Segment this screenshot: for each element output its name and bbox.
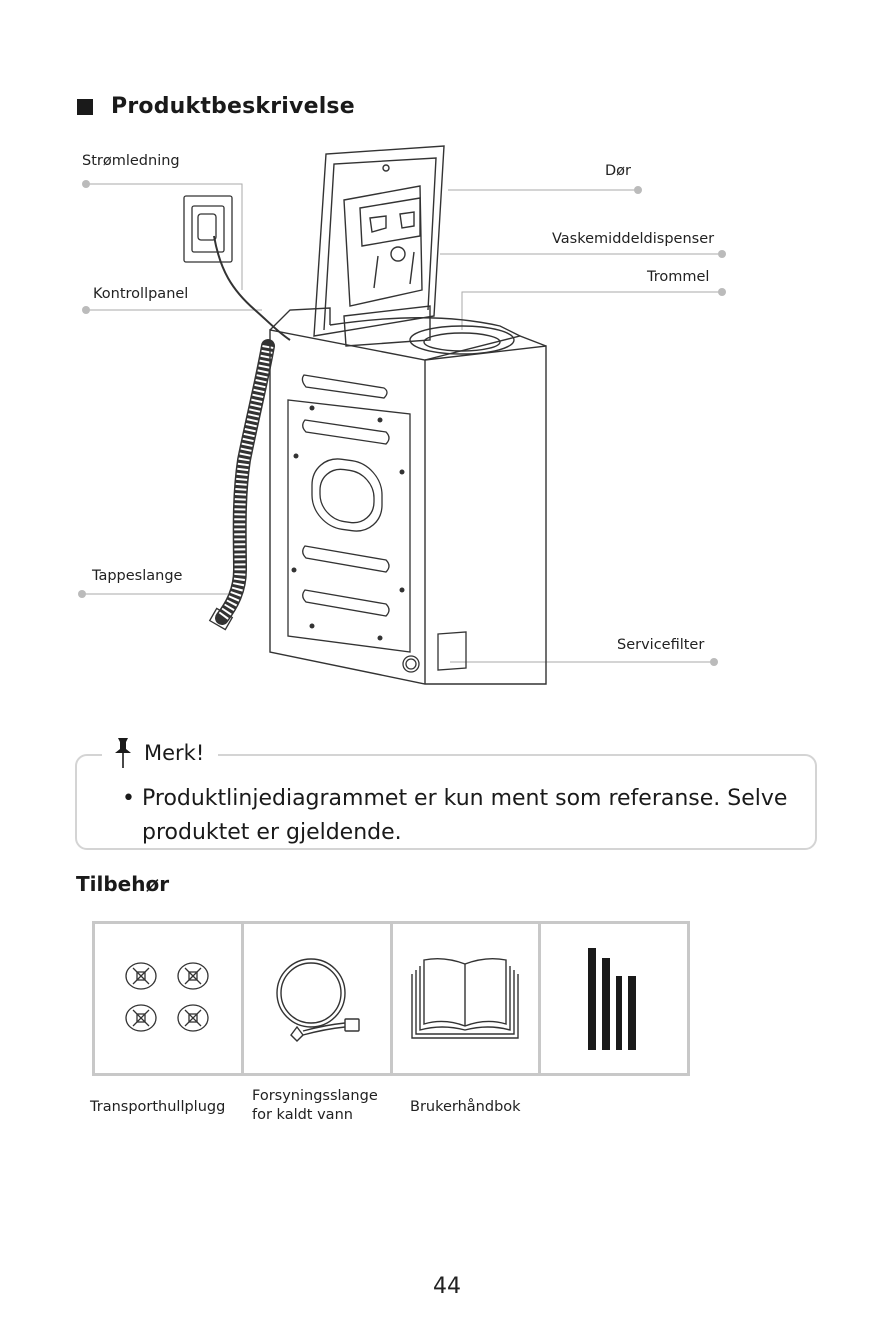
accessory-label-water-hose-line1: Forsyningsslange: [252, 1087, 378, 1106]
manual-book-icon: [408, 954, 522, 1044]
pushpin-icon: [112, 736, 134, 770]
washing-machine-diagram: [0, 0, 894, 720]
callout-dots: [78, 180, 726, 666]
note-text: Produktlinjediagrammet er kun ment som r…: [122, 782, 802, 850]
callout-drum: Trommel: [647, 269, 709, 285]
callout-control-panel: Kontrollpanel: [93, 286, 188, 302]
callout-detergent-dispenser: Vaskemiddeldispenser: [552, 231, 714, 247]
wall-socket: [184, 196, 232, 262]
note-body: • Produktlinjediagrammet er kun ment som…: [122, 782, 802, 850]
accessories-title: Tilbehør: [76, 872, 169, 896]
power-cord-line: [86, 184, 242, 290]
callout-service-filter: Servicefilter: [617, 637, 704, 653]
note-heading: Merk!: [102, 736, 218, 770]
accessory-cell-barcode: [541, 924, 687, 1073]
callout-power-cord: Strømledning: [82, 153, 180, 169]
door: [314, 146, 444, 346]
page-number: 44: [0, 1274, 894, 1299]
accessory-cell-manual: [393, 924, 542, 1073]
accessory-label-water-hose: Forsyningsslange for kaldt vann: [252, 1087, 378, 1125]
barcode-icon: [584, 944, 644, 1054]
accessories-grid: [92, 921, 690, 1076]
note-heading-text: Merk!: [144, 741, 204, 765]
water-hose-icon: [267, 949, 367, 1049]
note-bullet: •: [122, 782, 135, 816]
accessory-label-manual: Brukerhåndbok: [410, 1098, 521, 1117]
callout-drain-hose: Tappeslange: [92, 568, 182, 584]
front-panel: [288, 375, 466, 672]
accessory-label-water-hose-line2: for kaldt vann: [252, 1106, 378, 1125]
accessory-cell-transport-plug: [95, 924, 244, 1073]
transport-plug-icon: [113, 954, 223, 1044]
drum-line: [462, 292, 722, 330]
callout-door: Dør: [605, 163, 631, 179]
accessory-label-transport-plug: Transporthullplugg: [90, 1098, 225, 1117]
accessory-cell-water-hose: [244, 924, 393, 1073]
